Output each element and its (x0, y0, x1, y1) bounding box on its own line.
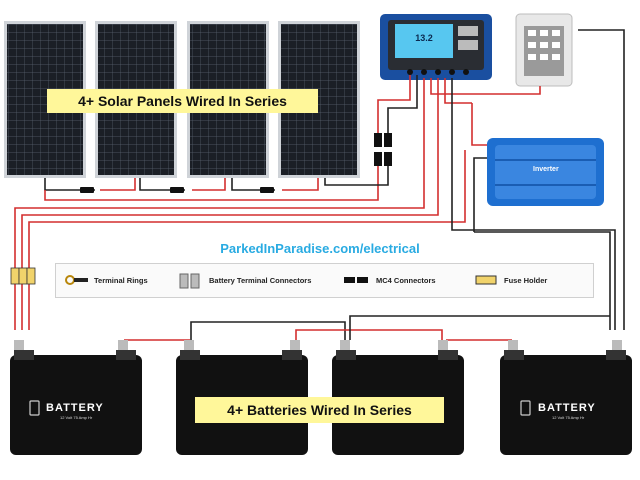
battery-1-brand: BATTERY (46, 402, 104, 414)
inline-fuses (10, 267, 36, 285)
source-url: ParkedInParadise.com/electrical (220, 241, 420, 256)
terminal-ring-icon (65, 275, 88, 285)
inverter-label: Inverter (533, 166, 559, 173)
legend-battery-terminal-connectors: Battery Terminal Connectors (209, 276, 312, 285)
legend-fuse-holder: Fuse Holder (504, 276, 548, 285)
batteries-title: 4+ Batteries Wired In Series (195, 397, 444, 423)
fuse-holder-icon (475, 275, 497, 285)
mc4-connector-icon (344, 277, 368, 283)
charge-controller (380, 14, 492, 80)
fuse-box (515, 13, 573, 87)
legend-mc4-connectors: MC4 Connectors (376, 276, 436, 285)
battery-4-brand: BATTERY (538, 402, 596, 414)
battery-4 (500, 340, 632, 455)
mc4-connectors (80, 133, 392, 193)
battery-1-spec: 12 Volt 75 Amp Hr (60, 415, 93, 420)
controller-panel-wires (377, 75, 418, 133)
solar-panels-title: 4+ Solar Panels Wired In Series (47, 89, 318, 113)
legend: Terminal Rings Battery Terminal Connecto… (55, 263, 594, 298)
inverter (487, 138, 604, 206)
battery-terminal-connector-icon (179, 273, 200, 289)
legend-terminal-rings: Terminal Rings (94, 276, 148, 285)
battery-1 (10, 340, 142, 455)
controller-display: 13.2 (415, 33, 433, 43)
battery-symbol-icons (29, 400, 531, 416)
battery-4-spec: 12 Volt 75 Amp Hr (552, 415, 585, 420)
